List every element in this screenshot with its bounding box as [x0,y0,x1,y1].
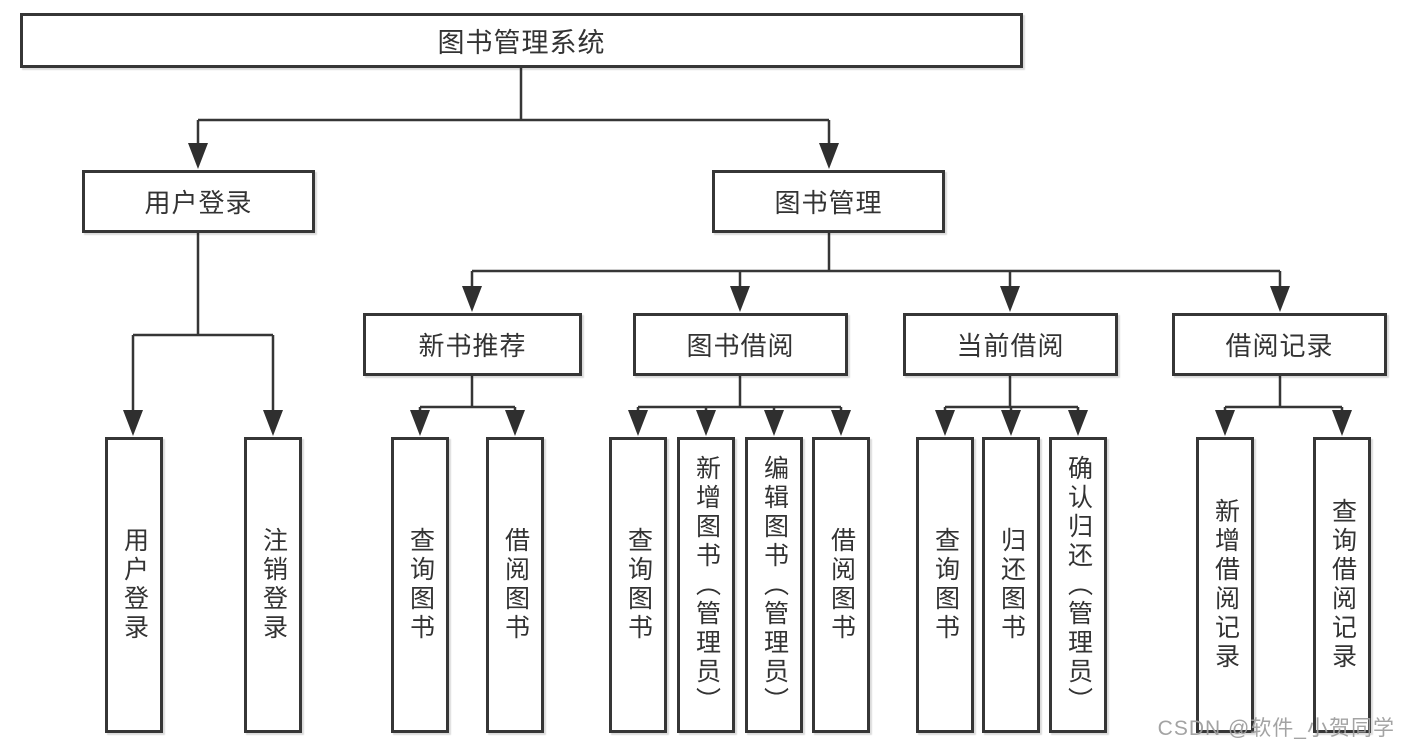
node-label: 用户登录 [144,188,253,218]
node-leaf-borrow-books-recommend: 借阅图书 [486,437,544,733]
node-book-management: 图书管理 [712,170,945,233]
node-borrowing-records: 借阅记录 [1172,313,1387,376]
node-label: 借阅图书 [501,527,530,643]
node-label: 查询图书 [931,527,960,643]
node-leaf-add-books-admin: 新增图书（管理员） [677,437,735,733]
node-leaf-borrow-books: 借阅图书 [812,437,870,733]
node-leaf-query-borrow-record: 查询借阅记录 [1313,437,1371,733]
arrowheads [123,143,1352,436]
node-current-borrowing: 当前借阅 [903,313,1118,376]
node-leaf-add-borrow-record: 新增借阅记录 [1196,437,1254,733]
node-label: 注销登录 [259,527,288,643]
node-leaf-user-login: 用户登录 [105,437,163,733]
node-label: 新书推荐 [418,331,527,361]
node-leaf-confirm-return-admin: 确认归还（管理员） [1049,437,1107,733]
node-leaf-query-books-recommend: 查询图书 [391,437,449,733]
node-label: 编辑图书（管理员） [760,454,789,716]
node-label: 新增图书（管理员） [692,454,721,716]
node-label: 查询借阅记录 [1328,498,1357,672]
node-leaf-logout: 注销登录 [244,437,302,733]
node-label: 归还图书 [997,527,1026,643]
node-label: 新增借阅记录 [1211,498,1240,672]
node-library-management-system: 图书管理系统 [20,13,1023,68]
node-label: 当前借阅 [956,331,1065,361]
csdn-watermark: CSDN @软件_小贺同学 [1157,717,1395,740]
node-label: 借阅记录 [1225,331,1334,361]
node-label: 确认归还（管理员） [1064,454,1093,716]
node-leaf-return-books: 归还图书 [982,437,1040,733]
node-user-login: 用户登录 [82,170,315,233]
node-leaf-query-books-borrow: 查询图书 [609,437,667,733]
node-book-borrowing: 图书借阅 [633,313,848,376]
node-label: 用户登录 [120,527,149,643]
node-leaf-query-books-current: 查询图书 [916,437,974,733]
node-label: 图书管理系统 [437,28,606,58]
node-label: 图书管理 [774,188,883,218]
node-leaf-edit-books-admin: 编辑图书（管理员） [745,437,803,733]
node-label: 查询图书 [406,527,435,643]
node-label: 图书借阅 [686,331,795,361]
node-label: 查询图书 [624,527,653,643]
node-new-book-recommendation: 新书推荐 [363,313,582,376]
node-label: 借阅图书 [827,527,856,643]
